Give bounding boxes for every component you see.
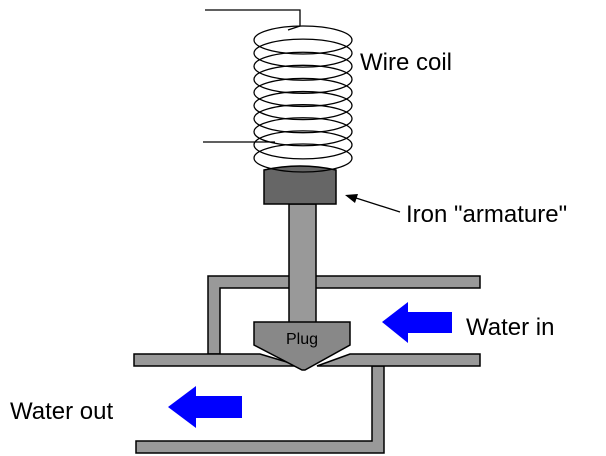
coil-turn [253, 143, 353, 173]
coil-turn [253, 38, 353, 68]
valve-plug [253, 321, 351, 371]
valve-seat-right [316, 353, 481, 367]
coil-turn [253, 77, 353, 108]
water-in-label: Water in [466, 314, 554, 341]
coil-turns [253, 25, 353, 173]
water-out-label: Water out [10, 398, 113, 425]
coil-turn [253, 130, 353, 160]
plunger-stem [288, 203, 317, 325]
plug-label: Plug [286, 331, 318, 348]
armature-label: Iron "armature" [406, 201, 567, 228]
armature-pointer-head [345, 194, 358, 203]
coil-turn [253, 64, 353, 94]
wire-coil-label: Wire coil [360, 49, 452, 76]
coil-turn [253, 117, 353, 147]
armature-pointer-line [355, 197, 401, 213]
coil-turn [253, 25, 353, 55]
wire-coil [203, 9, 353, 173]
coil-turn [253, 104, 353, 134]
coil-turn [253, 51, 353, 81]
water-out-arrow [168, 386, 242, 428]
coil-turn [253, 90, 353, 121]
armature-pointer [345, 194, 401, 213]
pipe-network [133, 275, 481, 454]
iron-armature [263, 165, 337, 205]
coil-lead-top [205, 9, 301, 31]
water-in-arrow [382, 302, 452, 343]
